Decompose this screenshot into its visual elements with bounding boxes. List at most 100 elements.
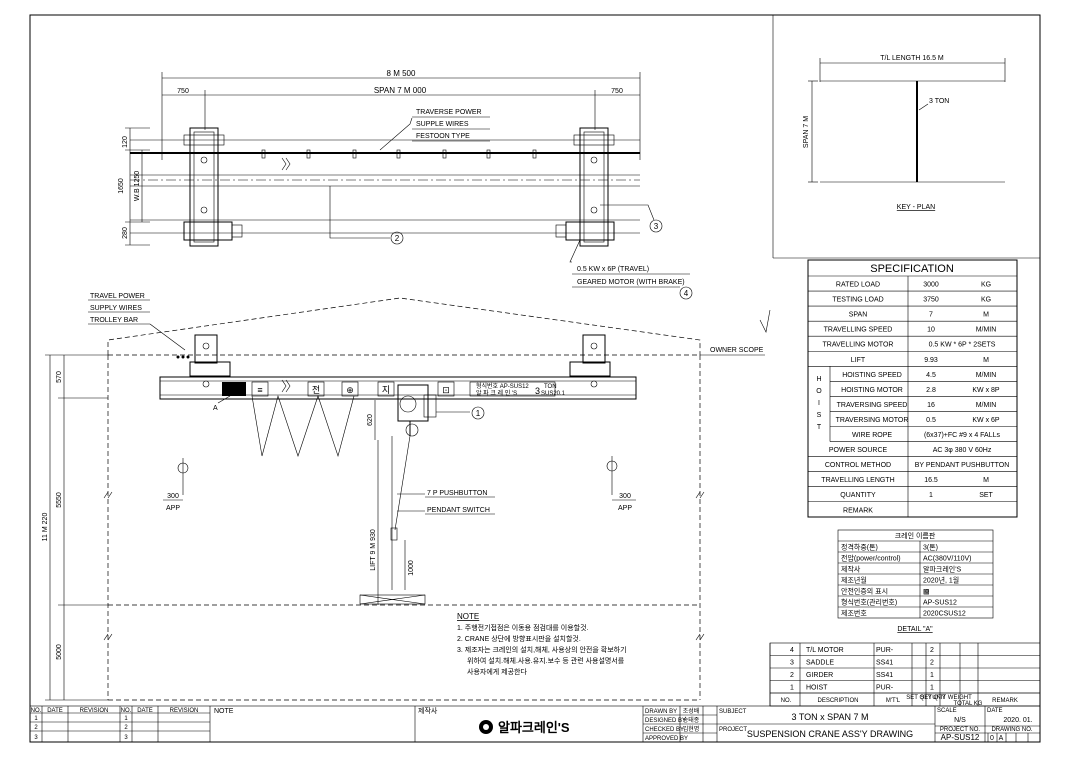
parts-row-no: 4 [790,647,794,654]
spec-row-label: RATED LOAD [836,282,880,289]
spec-row-unit: SET [979,492,993,499]
spec-row-value: 0.5 KW * 6P * 2SETS [929,342,996,349]
title-note-label: NOTE [214,708,234,715]
svg-text:2: 2 [395,234,400,243]
spec-row-label: LIFT [851,357,866,364]
spec-row-label: QUANTITY [840,492,876,499]
nameplate-label: 형식번호(관리번호) [841,598,897,607]
spec-row-label: CONTROL METHOD [825,462,891,469]
balloon-4 [679,286,693,300]
spec-row-value: 1 [929,492,933,499]
key-plan-capacity: 3 TON [929,98,949,105]
nameplate-value: ▩ [923,589,930,596]
spec-row-value: 7 [929,312,933,319]
balloon-1 [471,406,485,420]
spec-row-label: TRAVELLING LENGTH [821,477,894,484]
spec-row-unit: M/MIN [976,402,997,409]
dim-1000: 1000 [408,560,415,576]
spec-row-value: 16.5 [924,477,938,484]
nameplate-value: 2020년, 1월 [923,576,959,585]
key-plan-title: KEY - PLAN [897,204,935,211]
motor-label-1: 0.5 KW x 6P (TRAVEL) [577,266,649,273]
dim-bottom: 280 [122,227,129,239]
spec-row-value: AC 3φ 380 V 60Hz [933,447,992,454]
spec-row-unit: M/MIN [976,372,997,379]
dim-height: 11 M 220 [42,513,49,542]
app-right: APP [618,505,632,512]
svg-text:4: 4 [684,289,689,298]
top-view: 8 M 500 SPAN 7 M 000 750 750 [118,69,693,300]
nameplate-label: 제작사 [841,565,861,574]
svg-text:DATE: DATE [137,708,153,714]
detail-marker-a: A [213,405,218,412]
nameplate-label: 정격하중(톤) [841,543,878,552]
svg-text:TON: TON [544,384,557,390]
balloon-3 [649,219,663,233]
revision-letter: A [999,735,1004,742]
svg-text:NO.: NO. [781,698,792,704]
svg-text:1: 1 [476,409,481,418]
spec-row-unit: KW x 8P [972,387,1000,394]
svg-text:UNIT WEIGHT: UNIT WEIGHT [932,695,972,701]
sign-row-label: DRAWN BY [645,709,677,715]
key-plan-tl-length: T/L LENGTH 16.5 M [880,55,944,62]
spec-row-unit: KG [981,297,991,304]
svg-text:SET QTY: SET QTY [920,695,946,701]
svg-text:DATE: DATE [987,708,1003,714]
spec-row-label: TRAVERSING MOTOR [836,417,909,424]
spec-row-unit: M [983,477,989,484]
spec-row-label: HOISTING MOTOR [841,387,903,394]
spec-row-label: HOISTING SPEED [842,372,902,379]
spec-row-value: 2.8 [926,387,936,394]
svg-text:3: 3 [654,222,659,231]
parts-row-material: PUR- [876,647,894,654]
nameplate-table: 크레인 이름판 정격하중(톤)3(톤)전압(power/control)AC(3… [837,529,994,633]
svg-text:O: O [816,388,822,395]
svg-text:1: 1 [34,716,38,722]
svg-text:3: 3 [34,735,38,741]
company-name: 알파크레인'S [498,720,570,735]
svg-text:REVISION: REVISION [80,708,109,714]
title-block: NO. DATE REVISION NO. DATE REVISION 1 2 … [29,705,1041,743]
project-value: SUSPENSION CRANE ASS'Y DRAWING [747,729,913,739]
scale-value: N/S [954,717,966,724]
svg-text:NO.: NO. [31,708,42,714]
parts-row-material: SS41 [876,672,893,679]
girder-sign-4: 지 [382,385,390,395]
dim-300-right: 300 [619,493,631,500]
dim-570: 570 [56,371,63,383]
sign-row-name: 송태종 [683,716,700,724]
parts-row-no: 1 [790,685,794,692]
spec-row-unit: KW x 6P [972,417,1000,424]
note-title: NOTE [457,612,479,621]
spec-row-label: TRAVERSING SPEED [837,402,908,409]
parts-row-qty: 1 [930,672,934,679]
nameplate-title: 크레인 이름판 [895,531,936,540]
hoist [397,384,437,437]
spec-row-label: REMARK [843,507,873,514]
dim-top: 120 [122,136,129,148]
spec-title: SPECIFICATION [870,263,954,275]
svg-text:M'T'L: M'T'L [886,698,901,704]
key-plan-span: SPAN 7 M [803,116,810,148]
note-line-5: 사용자에게 제공한다 [467,667,527,676]
svg-text:2: 2 [124,725,128,731]
nameplate-value: 알파크레인'S [923,565,962,574]
maker-label: 제작사 [418,706,438,715]
parts-row-desc: SADDLE [806,660,834,667]
dim-300-left: 300 [167,493,179,500]
spec-row-value: 16 [927,402,935,409]
dim-wb: W.B 1250 [134,171,141,201]
sign-row-name: 조성배 [683,707,700,715]
svg-text:SCALE: SCALE [937,708,957,714]
key-plan: T/L LENGTH 16.5 M SPAN 7 M 3 TON KEY - P… [803,55,1006,211]
svg-text:T: T [817,424,822,431]
svg-text:I: I [818,400,820,407]
note-line-2: 2. CRANE 상단에 방향표시판을 설치할것. [457,634,581,643]
app-left: APP [166,505,180,512]
svg-text:PROJECT: PROJECT [719,727,747,733]
note-line-1: 1. 주행전기접점은 이동용 점검대를 이용할것. [457,623,589,632]
svg-text:3: 3 [124,735,128,741]
date-value: 2020. 01. [1003,717,1032,724]
